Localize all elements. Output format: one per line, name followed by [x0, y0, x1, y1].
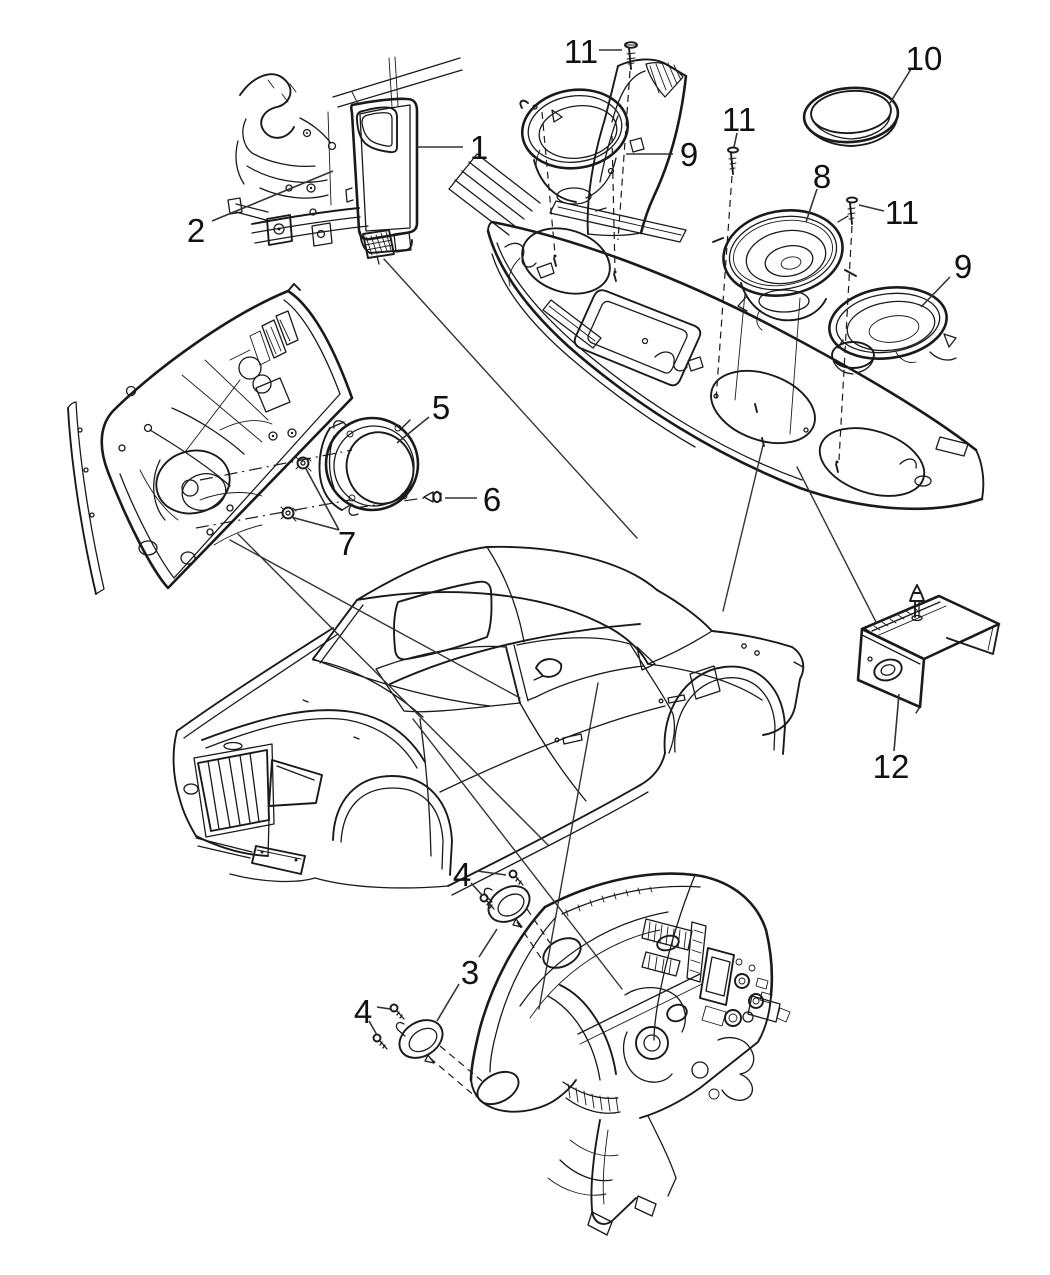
callout-7-leader	[290, 516, 340, 531]
callout-11-mid-leader	[733, 132, 738, 148]
callout-12: 12	[873, 748, 910, 785]
callout-9-right: 9	[954, 248, 972, 285]
callout-3: 3	[461, 954, 479, 991]
screw-4-b	[479, 893, 495, 910]
screw-4-a	[508, 869, 524, 886]
callout-3-leader	[478, 928, 498, 958]
callout-3-leader	[436, 983, 460, 1022]
callout-11-left: 11	[564, 33, 598, 70]
callout-9-right-leader	[920, 276, 951, 308]
instrument-panel-assembly	[372, 869, 791, 1236]
callout-4-lower-leader	[376, 1006, 391, 1010]
screw-6	[423, 491, 442, 503]
tweeter-upper	[483, 885, 531, 928]
callout-11-right-leader	[858, 204, 885, 212]
connector-lines	[229, 258, 877, 1010]
vehicle-body	[172, 545, 805, 896]
callout-4-lower: 4	[354, 993, 372, 1030]
callout-8: 8	[813, 158, 831, 195]
clip-7-upper	[295, 456, 312, 472]
screw-4-d	[372, 1033, 388, 1050]
cowl-module-assembly	[227, 56, 463, 265]
callout-10: 10	[906, 40, 943, 77]
callout-1: 1	[470, 129, 488, 166]
callout-9-left: 9	[680, 136, 698, 173]
tweeter-lower	[395, 1019, 444, 1064]
front-door-assembly	[67, 283, 442, 595]
callout-2: 2	[187, 212, 205, 249]
clip-7-lower	[280, 506, 297, 522]
callout-10-leader	[889, 68, 912, 104]
screw-11-left	[624, 41, 638, 70]
push-pin	[909, 584, 925, 622]
callout-6: 6	[483, 481, 501, 518]
callout-4-lower-leader	[368, 1020, 378, 1036]
callout-7: 7	[338, 525, 356, 562]
amplifier-bracket	[856, 584, 1001, 714]
screw-4-c	[389, 1003, 405, 1020]
rear-shelf-assembly	[448, 41, 985, 511]
callout-12-leader	[893, 693, 900, 752]
callout-4-upper-leader	[470, 882, 483, 896]
callout-8-leader	[805, 188, 818, 223]
callout-5: 5	[432, 389, 450, 426]
callout-4-upper-leader	[476, 870, 507, 876]
callout-7-leader	[304, 466, 340, 531]
callout-11-right: 11	[885, 194, 919, 231]
screw-11-mid	[727, 146, 739, 175]
callout-5-leader	[396, 416, 430, 444]
screw-11-right	[846, 196, 858, 225]
callout-11-mid: 11	[722, 101, 756, 138]
door-speaker	[318, 416, 420, 516]
callout-2-leader	[211, 170, 334, 222]
callout-4-upper: 4	[453, 856, 471, 893]
